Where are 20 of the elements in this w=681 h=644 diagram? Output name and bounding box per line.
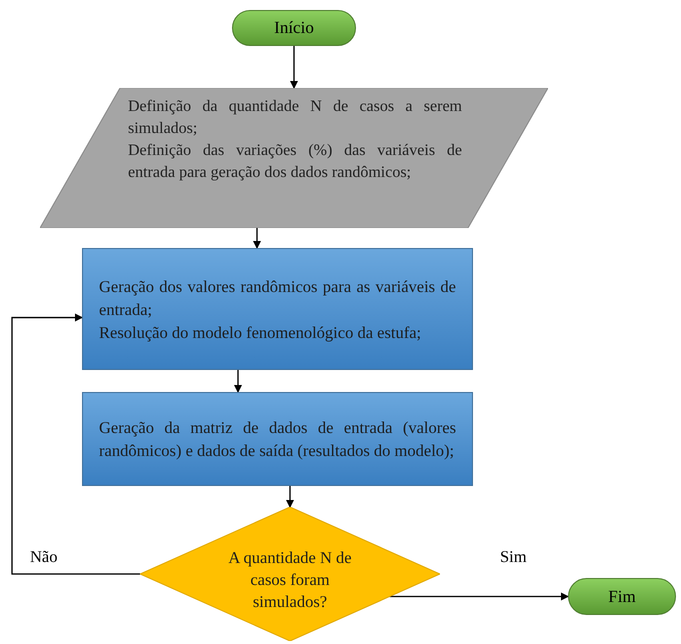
terminal-pill [232, 10, 356, 46]
arrow [290, 46, 298, 89]
node-text: Geração dos valores randômicos para as variáveis de entrada; [99, 276, 456, 320]
terminal-pill [568, 578, 676, 615]
arrow [286, 486, 294, 508]
arrow [253, 228, 261, 249]
decision-diamond [140, 507, 440, 641]
input-parallelogram [40, 88, 548, 228]
node-text: Definição da quantidade N de casos a serem simulados; [128, 97, 462, 139]
arrow [234, 370, 242, 393]
arrow [390, 592, 569, 600]
node-text: Resolução do modelo fenomenológico da estufa; [99, 322, 422, 344]
node-text: Definição das variações (%) das variáveis de entrada para geração dos dados randômicos; [128, 141, 462, 183]
arrow [11, 314, 140, 575]
process-box [82, 392, 473, 486]
node-text: Início [274, 17, 314, 40]
process-box [82, 248, 473, 370]
node-text: Geração da matriz de dados de entrada (valores randômicos) e dados de saída (resultados do modelo); [99, 417, 456, 462]
node-text: Fim [608, 586, 636, 608]
node-text: A quantidade N de casos foram simulados? [227, 547, 353, 613]
